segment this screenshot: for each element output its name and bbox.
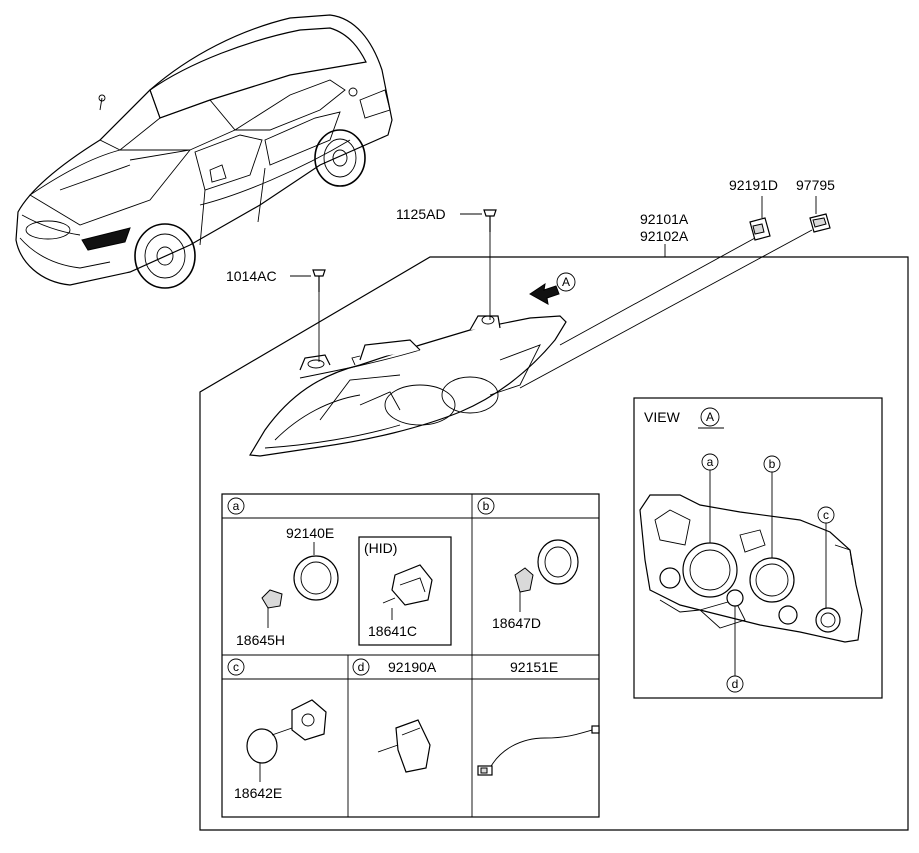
view-title: VIEW [644, 409, 681, 425]
hid-title: (HID) [364, 540, 397, 556]
part-18641C: 18641C [368, 623, 417, 639]
label-97795: 97795 [796, 177, 835, 193]
view-direction-arrow [529, 282, 560, 305]
view-arrow-letter: A [562, 275, 570, 289]
view-marker-c: c [823, 508, 829, 522]
main-frame [199, 256, 909, 831]
view-arrow-circle [556, 272, 576, 292]
cell-a-tag: a [233, 499, 240, 513]
part-92140E: 92140E [286, 525, 334, 541]
bolt-1125AD [483, 209, 497, 320]
hid-subbox [358, 536, 452, 646]
label-1014AC: 1014AC [226, 268, 277, 284]
cell-b-tag: b [483, 499, 490, 513]
view-marker-b: b [769, 457, 776, 471]
label-92102A: 92102A [640, 228, 689, 244]
car-illustration [15, 14, 393, 289]
parts-table: a 92140E 18645H (HID) 18641C b 18647D c … [221, 493, 600, 818]
bolt-1014AC [312, 269, 326, 362]
view-title-letter: A [706, 410, 714, 424]
label-92101A: 92101A [640, 211, 689, 227]
view-a-panel: VIEW A a b c d [633, 397, 883, 699]
part-92190A: 92190A [388, 659, 437, 675]
part-18642E: 18642E [234, 785, 282, 801]
headlamp-assembly [248, 315, 567, 457]
cell-d-tag: d [358, 660, 365, 674]
view-marker-d: d [732, 677, 739, 691]
part-92151E: 92151E [510, 659, 558, 675]
label-92191D: 92191D [729, 177, 778, 193]
label-1125AD: 1125AD [396, 206, 446, 222]
connector-97795 [809, 213, 831, 233]
view-marker-a: a [707, 455, 714, 469]
part-18645H: 18645H [236, 632, 285, 648]
cell-c-tag: c [233, 660, 239, 674]
connector-92191D [749, 217, 771, 241]
part-18647D: 18647D [492, 615, 541, 631]
